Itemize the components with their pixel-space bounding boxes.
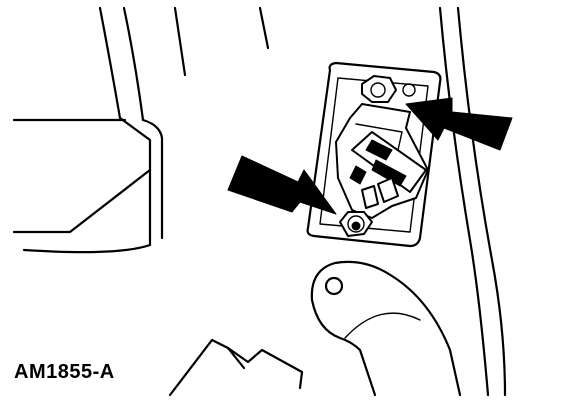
dash-panel: [12, 6, 270, 254]
lower-arrow: [227, 155, 337, 215]
resistor-mount-plate: [306, 61, 442, 248]
upper-bolt-hole: [402, 83, 416, 97]
upper-bolt: [361, 75, 397, 103]
lower-bolt: [339, 211, 373, 237]
access-plate: [310, 260, 462, 397]
side-panel: [438, 6, 507, 397]
blower-motor-resistor: [335, 103, 429, 219]
figure-code: AM1855-A: [14, 361, 115, 383]
upper-arrow: [405, 97, 513, 151]
bottom-bracket: [168, 338, 304, 397]
